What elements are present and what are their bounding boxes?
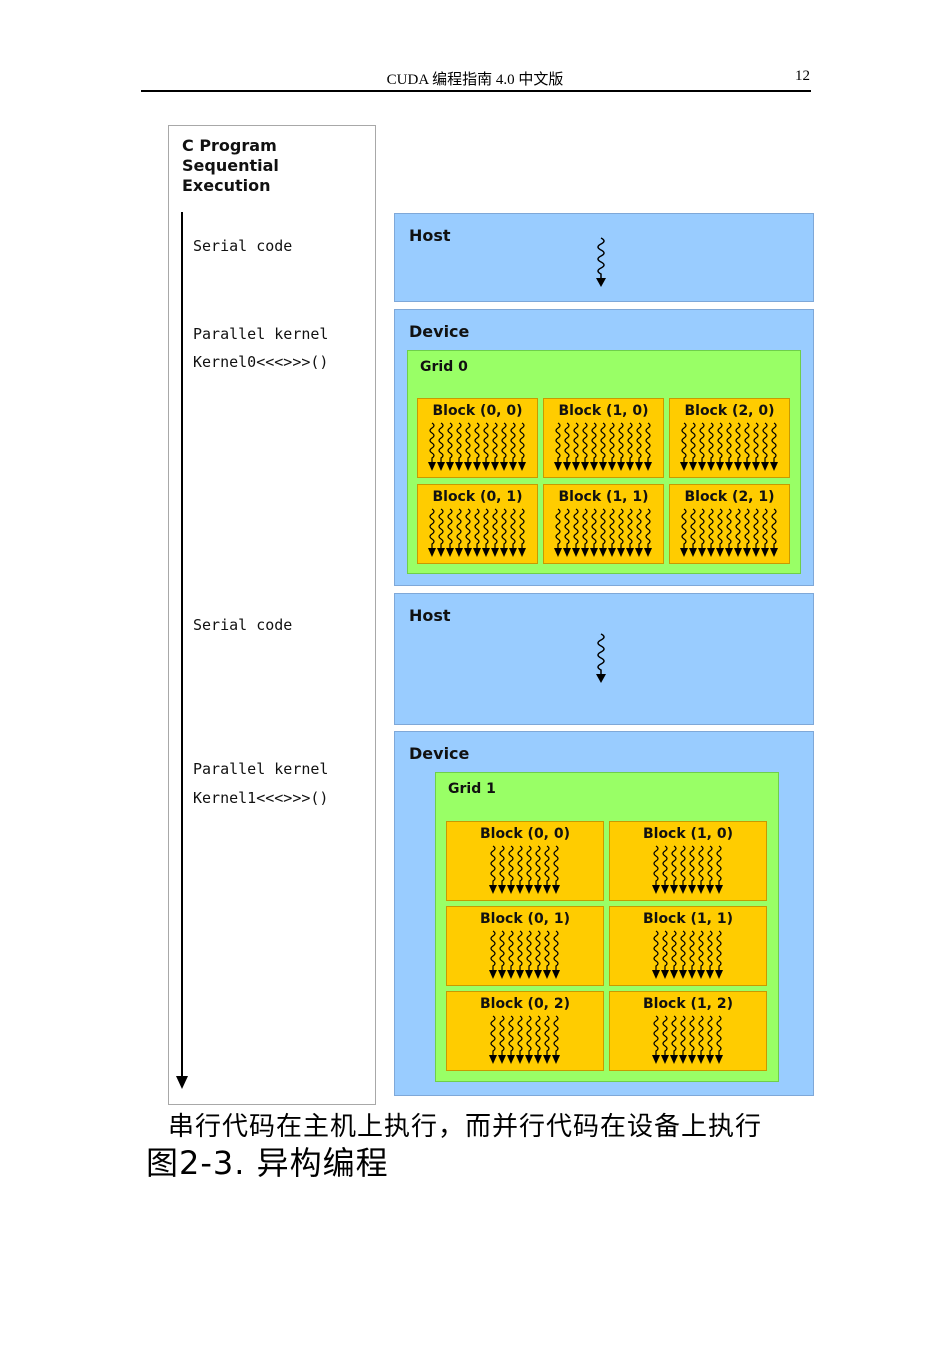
threads-icon [447, 844, 603, 896]
device-label: Device [409, 744, 470, 763]
device-label: Device [409, 322, 470, 341]
threads-icon [544, 421, 663, 473]
block-label: Block (1, 1) [642, 911, 734, 927]
threads-icon [418, 507, 537, 559]
block-label: Block (0, 1) [432, 489, 523, 505]
block: Block (1, 1) [543, 484, 664, 564]
block: Block (0, 1) [446, 906, 604, 986]
threads-icon [610, 1014, 766, 1066]
host-thread-icon [596, 237, 606, 287]
block: Block (1, 2) [609, 991, 767, 1071]
header-rule [141, 90, 811, 92]
sequential-execution-panel: C Program Sequential Execution Serial co… [168, 125, 376, 1105]
kernel1-call: Kernel1<<<>>>() [193, 789, 329, 807]
grid-1-label: Grid 1 [448, 781, 496, 797]
c-program-title-line: Execution [182, 176, 271, 195]
timeline-arrow-head [176, 1076, 188, 1089]
block: Block (0, 0) [417, 398, 538, 478]
threads-icon [670, 507, 789, 559]
block: Block (2, 1) [669, 484, 790, 564]
block: Block (1, 1) [609, 906, 767, 986]
block-label: Block (0, 0) [479, 826, 571, 842]
block-label: Block (2, 0) [684, 403, 775, 419]
block-label: Block (2, 1) [684, 489, 775, 505]
threads-icon [670, 421, 789, 473]
block-label: Block (0, 1) [479, 911, 571, 927]
threads-icon [447, 929, 603, 981]
kernel0-call: Kernel0<<<>>>() [193, 353, 329, 371]
grid-0-label: Grid 0 [420, 359, 468, 375]
block: Block (0, 1) [417, 484, 538, 564]
device-box-2: Device Grid 1 Block (0, 0) Block (1, 0) … [394, 731, 814, 1096]
block: Block (1, 0) [609, 821, 767, 901]
c-program-title-line: C Program [182, 136, 277, 155]
page-header-title: CUDA 编程指南 4.0 中文版 [386, 72, 564, 88]
block-label: Block (0, 2) [479, 996, 571, 1012]
host-label: Host [409, 226, 451, 245]
parallel-kernel-label-2: Parallel kernel [193, 760, 329, 778]
block-label: Block (1, 1) [558, 489, 649, 505]
serial-code-label-2: Serial code [193, 616, 293, 634]
threads-icon [418, 421, 537, 473]
block-label: Block (0, 0) [432, 403, 523, 419]
figure-caption-description: 串行代码在主机上执行，而并行代码在设备上执行 [168, 1112, 763, 1142]
grid-1: Grid 1 Block (0, 0) Block (1, 0) Block (… [435, 772, 779, 1082]
block: Block (0, 2) [446, 991, 604, 1071]
c-program-title: C Program Sequential Execution [182, 136, 332, 196]
device-box-1: Device Grid 0 Block (0, 0) Block (1, 0) … [394, 309, 814, 586]
c-program-title-line: Sequential [182, 156, 279, 175]
block: Block (1, 0) [543, 398, 664, 478]
threads-icon [610, 844, 766, 896]
timeline-arrow-line [181, 212, 183, 1078]
grid-0: Grid 0 Block (0, 0) Block (1, 0) Block (… [407, 350, 801, 574]
host-box-1: Host [394, 213, 814, 302]
threads-icon [447, 1014, 603, 1066]
host-thread-icon [596, 633, 606, 683]
page-number: 12 [795, 68, 810, 84]
parallel-kernel-label-1: Parallel kernel [193, 325, 329, 343]
threads-icon [544, 507, 663, 559]
figure-caption-title: 图2-3. 异构编程 [146, 1144, 389, 1182]
threads-icon [610, 929, 766, 981]
block: Block (2, 0) [669, 398, 790, 478]
block-label: Block (1, 0) [558, 403, 649, 419]
block-label: Block (1, 2) [642, 996, 734, 1012]
block: Block (0, 0) [446, 821, 604, 901]
host-label: Host [409, 606, 451, 625]
host-box-2: Host [394, 593, 814, 725]
serial-code-label-1: Serial code [193, 237, 293, 255]
block-label: Block (1, 0) [642, 826, 734, 842]
